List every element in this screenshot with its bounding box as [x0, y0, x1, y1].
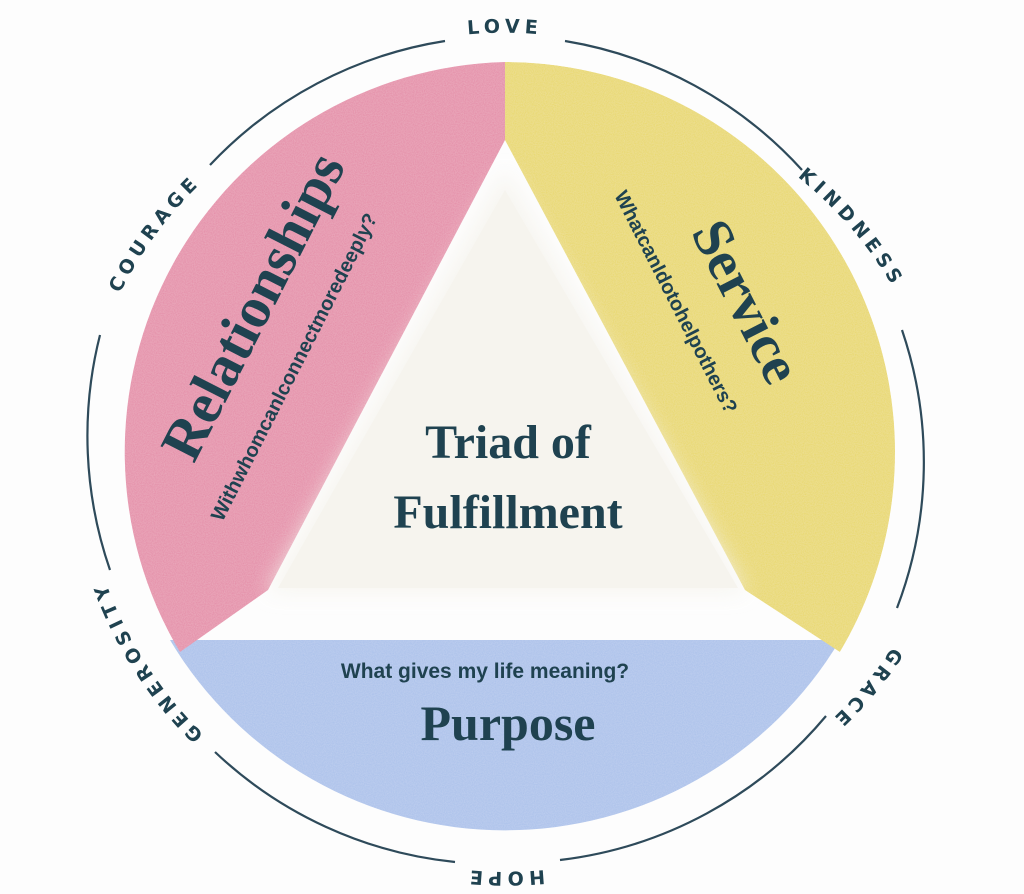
purpose-title: Purpose [421, 695, 596, 751]
outer-ring [86, 39, 925, 864]
virtue-grace: GRACE [827, 644, 907, 733]
sector-service [505, 62, 895, 652]
ring-segment [559, 715, 827, 862]
ring-segment [895, 329, 925, 609]
ring-segment [214, 751, 456, 864]
center-title-line-1: Triad of [425, 416, 592, 469]
ring-segment [564, 39, 803, 171]
center-title-line-2: Fulfillment [393, 486, 622, 539]
sector-purpose [170, 640, 840, 831]
sector-relationships [124, 62, 505, 652]
virtue-love: LOVE [466, 16, 543, 40]
ring-segment [86, 334, 112, 571]
purpose-question: What gives my life meaning? [341, 660, 629, 683]
ring-segment [209, 39, 446, 166]
center-triangle [278, 190, 738, 588]
virtue-hope: HOPE [464, 865, 545, 889]
